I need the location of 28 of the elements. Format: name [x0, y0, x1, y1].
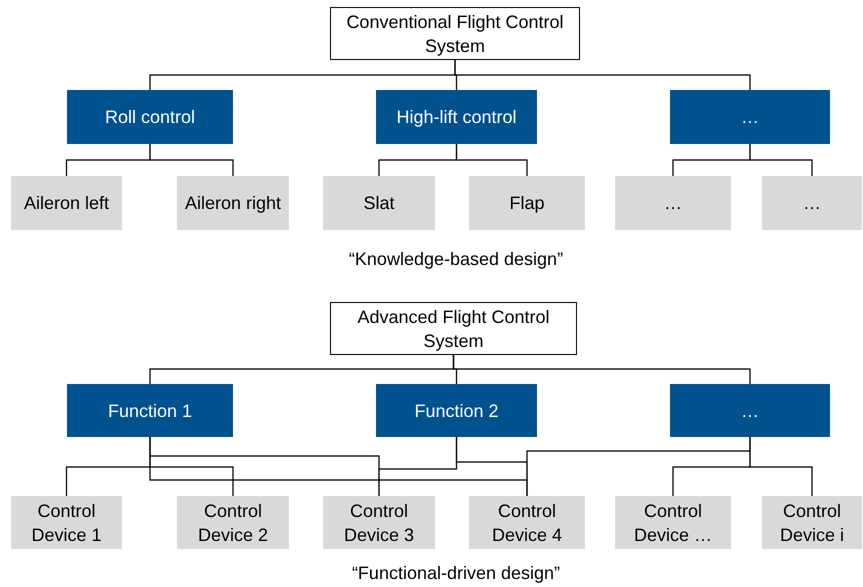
connector-line: [452, 355, 751, 384]
function-box: …: [670, 384, 830, 437]
device-box: …: [615, 176, 731, 230]
device-box: Flap: [469, 176, 585, 230]
system-box: Advanced Flight Control System: [330, 302, 577, 355]
device-box: Slat: [323, 176, 435, 230]
function-box: …: [670, 90, 830, 144]
connector-line: [456, 144, 528, 176]
device-box: Control Device 4: [469, 496, 585, 549]
device-box: Control Device 3: [323, 496, 435, 549]
device-box: Control Device i: [762, 496, 862, 549]
function-box: Function 2: [376, 384, 537, 437]
device-box: …: [762, 176, 862, 230]
function-box: Roll control: [67, 90, 233, 144]
system-box: Conventional Flight Control System: [330, 7, 580, 60]
connector-line: [454, 60, 751, 90]
function-box: Function 1: [67, 384, 233, 437]
design-caption: “Knowledge-based design”: [348, 248, 564, 270]
device-box: Control Device …: [615, 496, 731, 549]
connector-line: [749, 144, 813, 176]
device-box: Aileron right: [177, 176, 289, 230]
design-caption: “Functional-driven design”: [350, 562, 562, 584]
connector-line: [149, 144, 234, 176]
device-box: Aileron left: [11, 176, 122, 230]
connector-line: [749, 437, 813, 496]
device-box: Control Device 2: [177, 496, 289, 549]
function-box: High-lift control: [376, 90, 537, 144]
device-box: Control Device 1: [11, 496, 122, 549]
